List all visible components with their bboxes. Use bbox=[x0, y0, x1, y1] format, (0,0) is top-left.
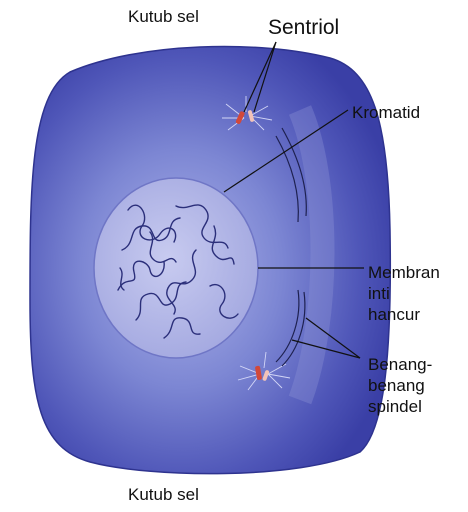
membrane-label-line1: Membran bbox=[368, 262, 440, 283]
chromatid-label: Kromatid bbox=[352, 102, 420, 123]
spindle-label-line2: benang bbox=[368, 375, 432, 396]
membrane-label-line3: hancur bbox=[368, 304, 440, 325]
spindle-label-line3: spindel bbox=[368, 396, 432, 417]
pole-label-bottom: Kutub sel bbox=[128, 484, 199, 505]
spindle-label: Benang- benang spindel bbox=[368, 354, 432, 417]
pole-label-top: Kutub sel bbox=[128, 6, 199, 27]
nucleus bbox=[94, 178, 258, 358]
centriole-label: Sentriol bbox=[268, 16, 339, 40]
membrane-label-line2: inti bbox=[368, 283, 440, 304]
membrane-label: Membran inti hancur bbox=[368, 262, 440, 325]
spindle-label-line1: Benang- bbox=[368, 354, 432, 375]
